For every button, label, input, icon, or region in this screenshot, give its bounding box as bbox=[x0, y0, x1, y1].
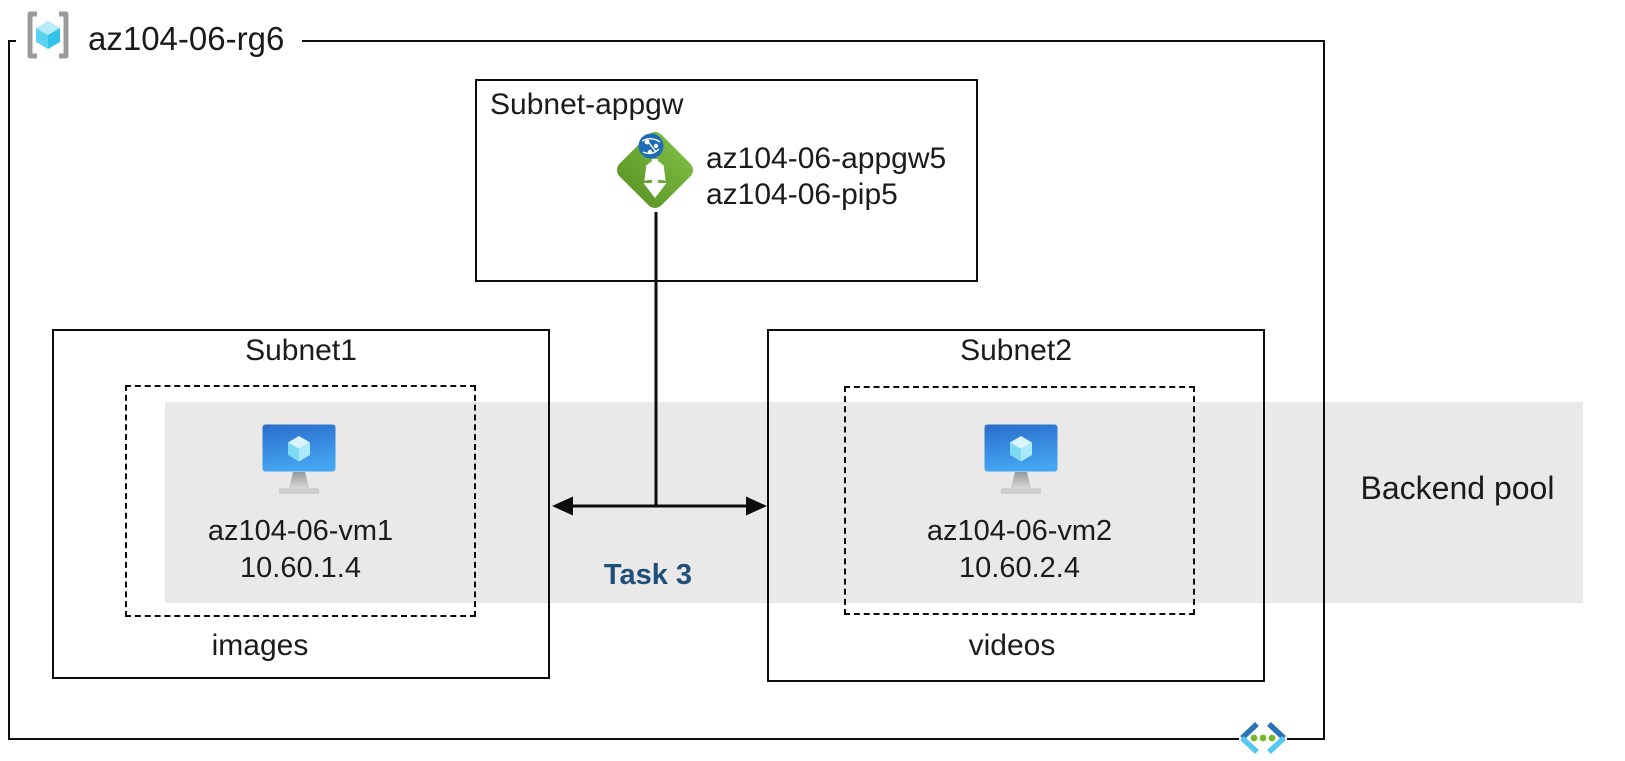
resource-group-box bbox=[8, 40, 1325, 740]
subnet1-vm-group bbox=[125, 385, 476, 617]
virtual-machine-icon bbox=[262, 424, 336, 494]
subnet2-title: Subnet2 bbox=[960, 334, 1072, 367]
globe-dots bbox=[644, 139, 659, 155]
appgw-names: az104-06-appgw5 az104-06-pip5 bbox=[706, 141, 946, 213]
vm-stand bbox=[289, 472, 309, 488]
vm-base bbox=[279, 488, 319, 494]
vm1-info: az104-06-vm1 10.60.1.4 bbox=[125, 513, 476, 587]
vm2-name: az104-06-vm2 bbox=[926, 515, 1113, 547]
task-label: Task 3 bbox=[603, 559, 693, 591]
resource-group-title: az104-06-rg6 bbox=[88, 20, 285, 57]
vm-cube-right bbox=[299, 442, 310, 462]
code-bracket-right-bottom bbox=[1267, 735, 1286, 755]
code-bracket-left-bottom bbox=[1240, 735, 1259, 755]
appgw-name: az104-06-appgw5 bbox=[706, 142, 947, 175]
subnet1-title: Subnet1 bbox=[245, 334, 357, 367]
code-dot bbox=[1268, 734, 1276, 742]
virtual-machine-icon bbox=[984, 424, 1058, 494]
pip-name: az104-06-pip5 bbox=[706, 178, 898, 211]
subnet1-footer-label: images bbox=[211, 629, 309, 662]
subnet-appgw-box bbox=[475, 79, 978, 282]
backend-pool-label: Backend pool bbox=[1360, 470, 1555, 506]
subnet2-vm-group bbox=[844, 386, 1195, 615]
code-bracket-left-top bbox=[1240, 721, 1259, 741]
vm-base bbox=[1001, 488, 1041, 494]
code-icon bbox=[1239, 721, 1287, 755]
vm-stand bbox=[1011, 472, 1031, 488]
gateway-arrows bbox=[643, 159, 667, 198]
vm1-name: az104-06-vm1 bbox=[207, 515, 394, 547]
code-bracket-right-top bbox=[1267, 721, 1286, 741]
subnet-appgw-title: Subnet-appgw bbox=[490, 88, 684, 121]
vm-cube-left bbox=[288, 442, 299, 462]
cube-left-face bbox=[36, 28, 48, 49]
bracket-right bbox=[59, 11, 69, 59]
code-dot bbox=[1259, 734, 1267, 742]
resource-group-border-gap bbox=[16, 30, 302, 50]
subnet2-box bbox=[767, 329, 1265, 682]
vm-cube-right bbox=[1021, 442, 1032, 462]
vm-cube-left bbox=[1010, 442, 1021, 462]
vm2-ip: 10.60.2.4 bbox=[959, 552, 1080, 584]
subnet2-footer-label: videos bbox=[968, 629, 1056, 662]
vm2-info: az104-06-vm2 10.60.2.4 bbox=[844, 513, 1195, 587]
subnet1-box bbox=[52, 329, 550, 679]
backend-pool-band bbox=[165, 402, 1583, 603]
bracket-left bbox=[27, 11, 37, 59]
application-gateway-icon bbox=[617, 132, 693, 208]
resource-group-icon bbox=[27, 11, 69, 59]
cube-right-face bbox=[48, 28, 60, 49]
code-dot bbox=[1250, 734, 1258, 742]
vm1-ip: 10.60.1.4 bbox=[240, 552, 361, 584]
